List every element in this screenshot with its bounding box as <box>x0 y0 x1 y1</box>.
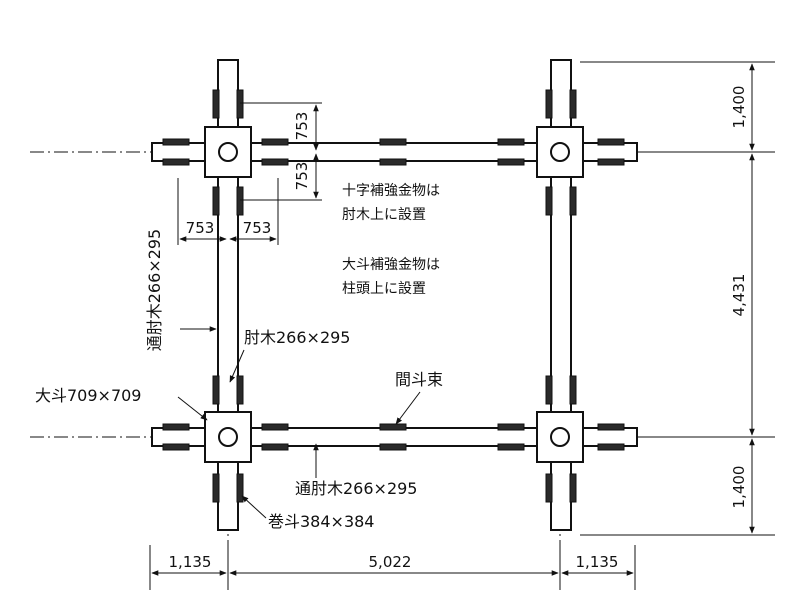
bolt-tl <box>218 142 238 162</box>
dim-top-span: 1,400 <box>730 86 748 129</box>
right-dimension-chain <box>580 61 775 536</box>
wrapped-brackets-horizontal <box>162 138 625 451</box>
large-bracket-br <box>536 411 584 463</box>
label-intermediate-post: 間斗束 <box>395 370 443 389</box>
leader-arm-beam <box>229 349 245 383</box>
large-bracket-bl <box>204 411 252 463</box>
large-brackets <box>204 126 584 463</box>
wrapped-brackets-vertical <box>212 89 577 503</box>
label-arm-beam: 肘木266×295 <box>244 328 351 347</box>
note-cross-line2: 肘木上に設置 <box>342 207 426 223</box>
dim-center-span: 5,022 <box>369 553 412 571</box>
dim-offset-d: 753 <box>243 219 272 237</box>
leader-large-bracket <box>177 396 208 421</box>
label-horizontal-beam: 通肘木266×295 <box>295 479 418 498</box>
dim-left-span: 1,135 <box>169 553 212 571</box>
local-horizontal-dimensions <box>177 178 279 245</box>
dim-offset-c: 753 <box>186 219 215 237</box>
bolt-bl <box>218 427 238 447</box>
large-bracket-tl <box>204 126 252 178</box>
dim-middle-span: 4,431 <box>730 274 748 317</box>
note-large-line2: 柱頭上に設置 <box>342 281 426 297</box>
local-vertical-dimensions <box>240 102 322 201</box>
dim-offset-b: 753 <box>293 162 311 191</box>
label-large-bracket: 大斗709×709 <box>35 386 142 405</box>
label-wrapped-bracket: 巻斗384×384 <box>268 512 375 531</box>
leader-wrapped-bracket <box>241 495 267 519</box>
leader-intermediate-post <box>395 391 421 425</box>
dim-offset-a: 753 <box>293 112 311 141</box>
dim-bottom-span: 1,400 <box>730 466 748 509</box>
dim-right-span: 1,135 <box>576 553 619 571</box>
note-cross-line1: 十字補強金物は <box>342 183 440 199</box>
bolt-tr <box>550 142 570 162</box>
bottom-dimension-chain <box>149 545 636 590</box>
label-vertical-beam: 通肘木266×295 <box>145 229 164 352</box>
bolt-br <box>550 427 570 447</box>
note-large-line1: 大斗補強金物は <box>342 257 440 273</box>
large-bracket-tr <box>536 126 584 178</box>
